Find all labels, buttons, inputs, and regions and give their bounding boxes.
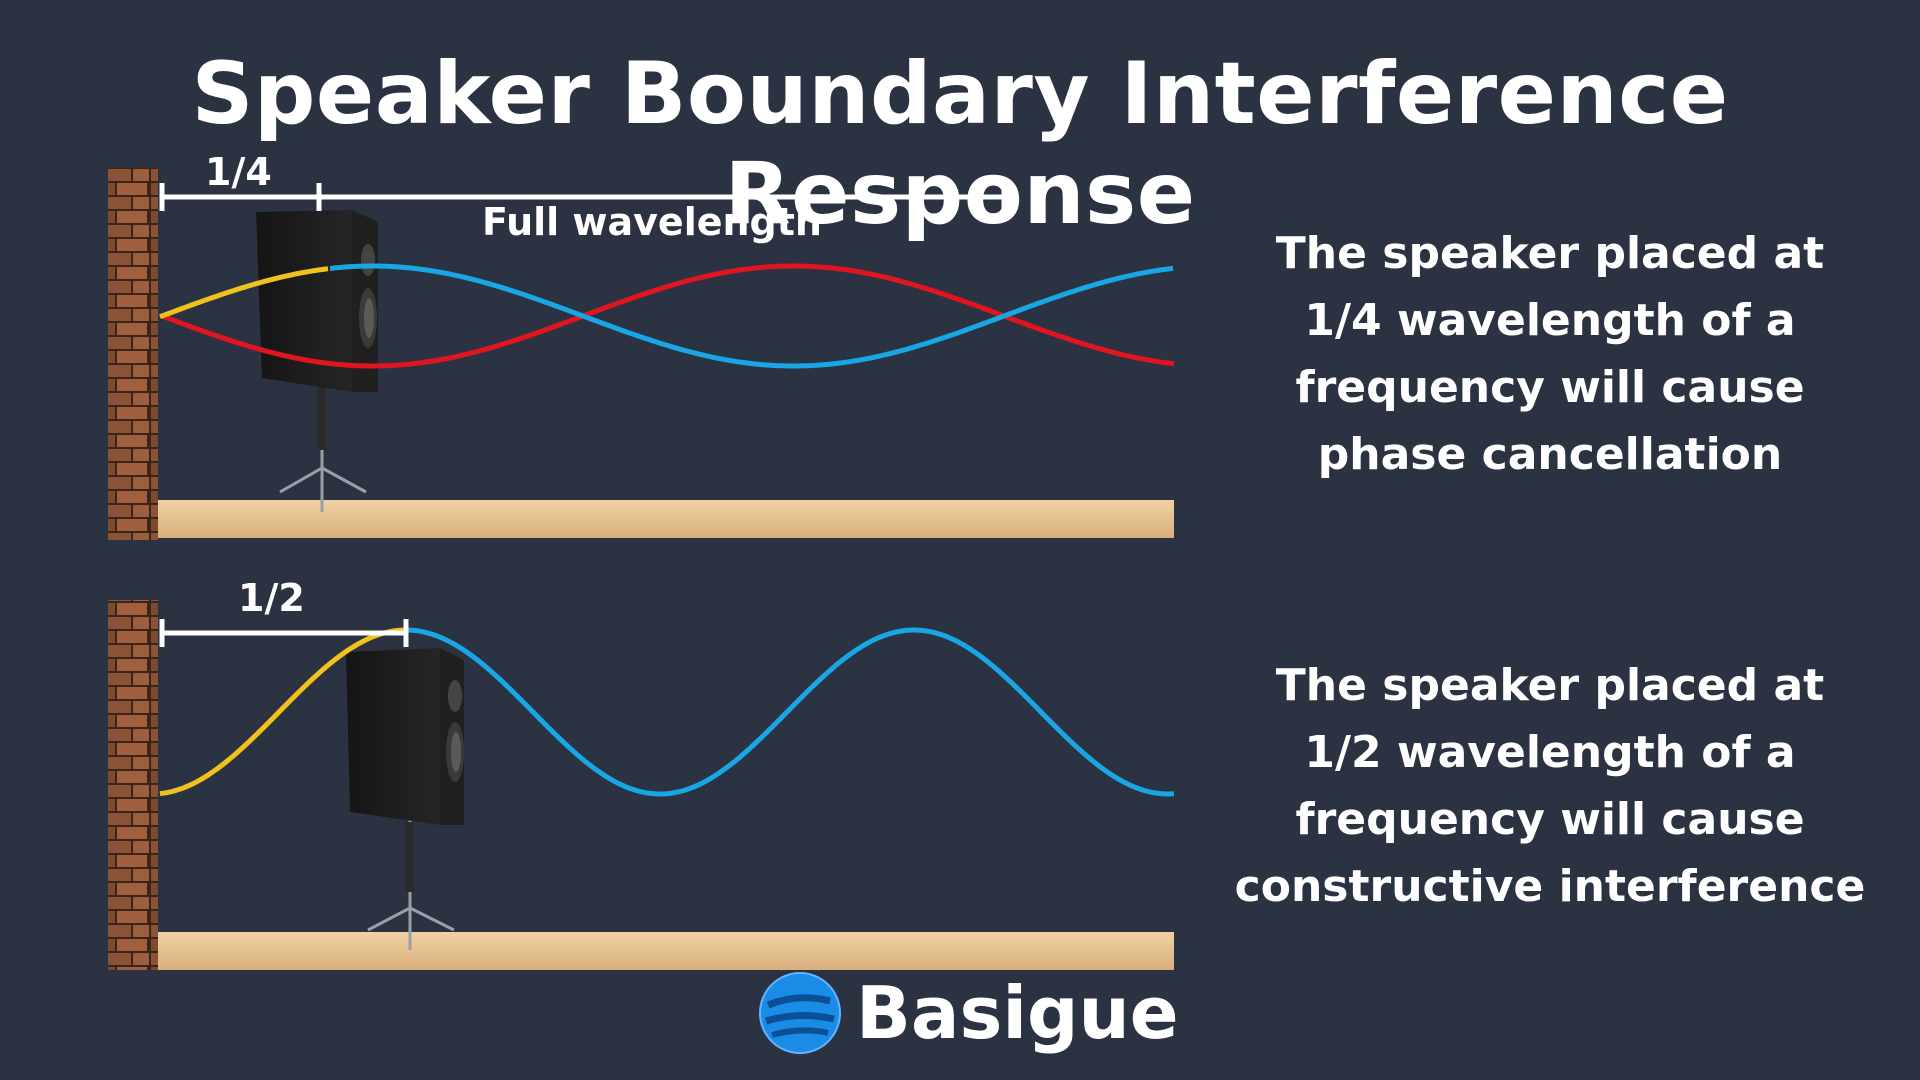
half-label: 1/2	[238, 576, 305, 620]
quarter-wavelength-ruler	[159, 183, 1007, 211]
full-wavelength-label: Full wavelength	[482, 200, 822, 244]
caption-line: 1/2 wavelength of a	[1304, 727, 1796, 778]
direct-wave	[405, 627, 1175, 797]
half-wavelength-ruler	[159, 619, 409, 647]
half-wavelength-diagram	[108, 600, 1175, 970]
caption-line: constructive interference	[1234, 861, 1866, 912]
globe-logo-icon	[759, 972, 841, 1054]
brand-name: Basigue	[856, 971, 1179, 1055]
wooden-floor	[158, 500, 1174, 538]
caption-line: frequency will cause	[1295, 794, 1805, 845]
brick-wall	[108, 168, 158, 540]
caption-line: The speaker placed at	[1275, 228, 1825, 279]
wall-reflection-wave	[159, 266, 329, 320]
wooden-floor	[158, 932, 1174, 970]
caption-line: The speaker placed at	[1275, 660, 1825, 711]
caption-line: phase cancellation	[1317, 429, 1783, 480]
half-caption: The speaker placed at 1/2 wavelength of …	[1230, 652, 1870, 920]
direct-wave	[329, 263, 1174, 369]
studio-monitor-speaker	[256, 210, 378, 392]
quarter-label: 1/4	[205, 150, 272, 194]
quarter-caption: The speaker placed at 1/4 wavelength of …	[1230, 220, 1870, 488]
quarter-wavelength-diagram	[108, 168, 1175, 540]
studio-monitor-speaker	[346, 648, 464, 825]
brick-wall	[108, 600, 158, 970]
brand-logo: Basigue	[758, 971, 1179, 1055]
caption-line: 1/4 wavelength of a	[1304, 295, 1796, 346]
wall-reflection-wave	[159, 627, 407, 797]
caption-line: frequency will cause	[1295, 362, 1805, 413]
page-title: Speaker Boundary Interference Response	[191, 44, 1729, 244]
